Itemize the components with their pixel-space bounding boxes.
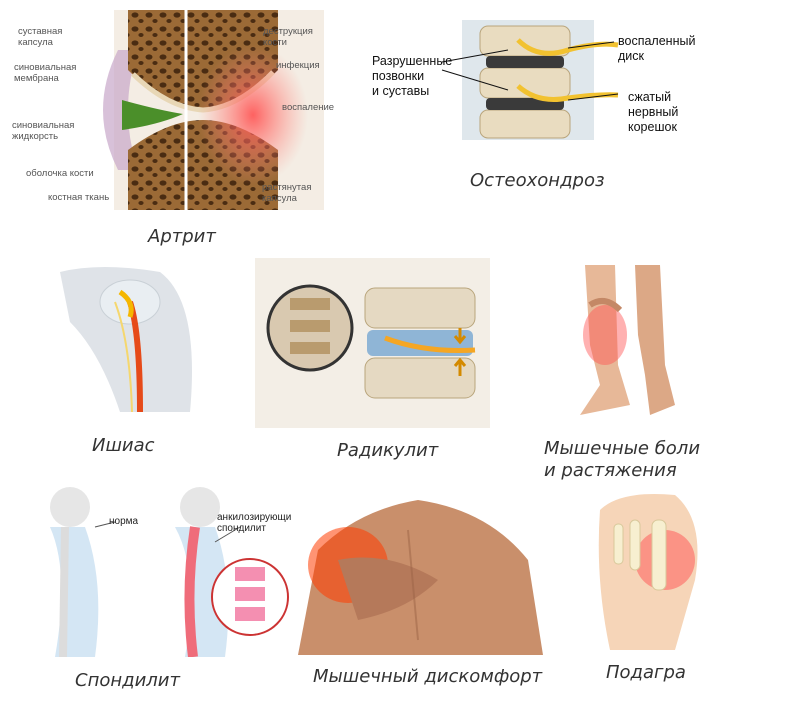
caption-radiculitis: Радикулит — [337, 440, 439, 461]
label-bone-tissue: костная ткань — [48, 192, 110, 203]
label-bone-shell: оболочка кости — [26, 168, 94, 179]
muscle-pain-panel — [560, 265, 690, 425]
sciatic-nerve-illustration — [60, 267, 192, 412]
caption-gout: Подагра — [606, 662, 686, 683]
shoulder-pain-illustration — [298, 500, 543, 655]
label-norm: норма — [109, 516, 139, 527]
caption-spondylitis: Спондилит — [75, 670, 180, 691]
spine-vertebrae-illustration — [441, 20, 619, 140]
radiculitis-spine-illustration — [255, 258, 490, 428]
caption-arthritis: Артрит — [148, 226, 216, 247]
gout-panel — [580, 490, 715, 650]
label-infection: инфекция — [276, 60, 320, 71]
arthritis-joint-illustration — [103, 10, 324, 210]
foot-gout-illustration — [598, 494, 698, 650]
radiculitis-panel — [255, 258, 490, 428]
legs-calf-illustration — [580, 265, 675, 415]
sciatica-panel — [60, 262, 200, 412]
caption-muscle-discomfort: Мышечный дискомфорт — [313, 666, 543, 687]
spondylitis-skeleton-illustration — [50, 487, 289, 657]
caption-sciatica: Ишиас — [92, 435, 155, 456]
muscle-discomfort-panel — [298, 490, 543, 655]
label-inflammation: воспаление — [282, 102, 335, 113]
caption-osteochondrosis: Остеохондроз — [470, 170, 605, 191]
